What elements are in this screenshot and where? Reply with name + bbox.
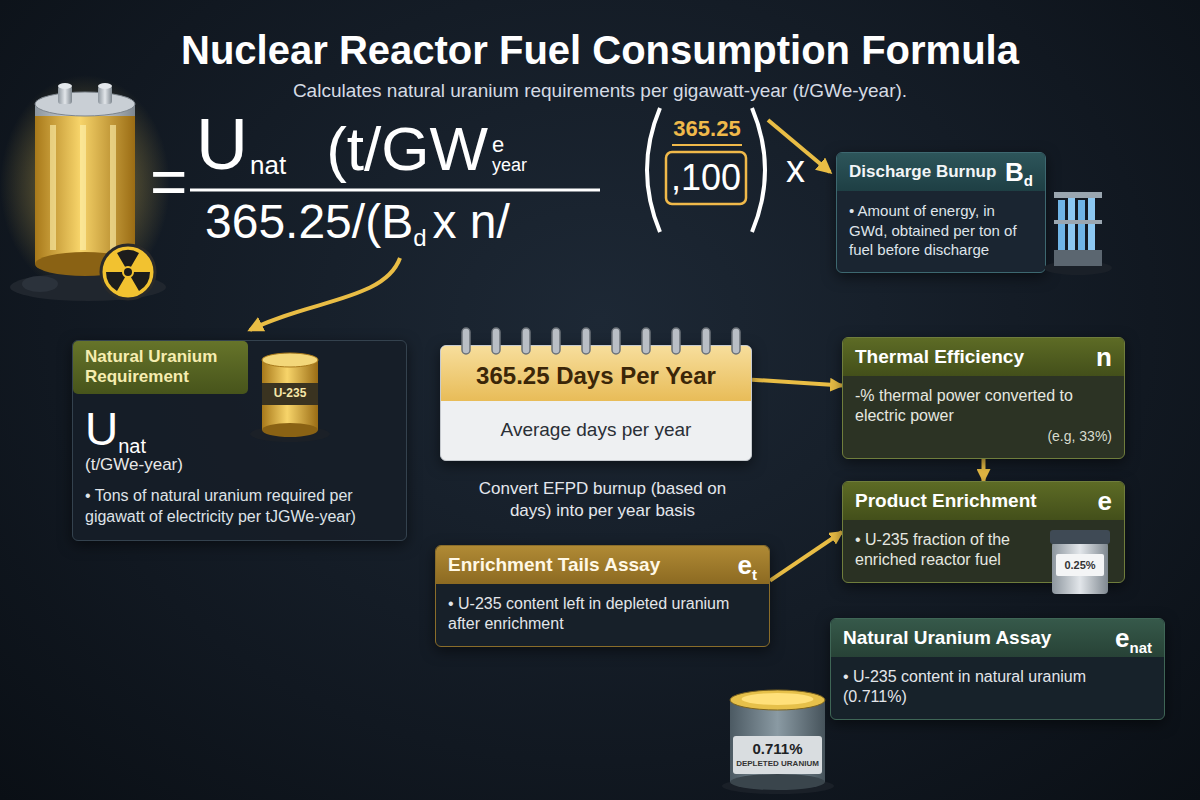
box-header: Product Enrichment e	[843, 482, 1124, 520]
note-text: Convert EFPD burnup (based on days) into…	[465, 478, 740, 522]
variable-symbol: U	[85, 403, 118, 455]
box-description: (t/GWe-year)	[85, 454, 394, 476]
box-heading: Discharge Burnup	[849, 162, 996, 182]
flow-arrow	[752, 380, 842, 386]
box-header: Discharge Burnup Bd	[837, 153, 1045, 191]
variable-symbol: e	[1115, 623, 1129, 653]
box-heading: Natural Uranium Requirement	[85, 347, 236, 388]
variable-subscript: nat	[1130, 639, 1153, 656]
subtitle: Calculates natural uranium requirements …	[0, 80, 1200, 103]
box-heading: Product Enrichment	[855, 490, 1037, 512]
title-text: Nuclear Reactor Fuel Consumption Formula	[0, 26, 1200, 74]
box-description: • Amount of energy, in GWd, obtained per…	[849, 201, 1033, 260]
formula-symbol: U	[196, 108, 248, 180]
box-description: • U-235 content in natural uranium (0.71…	[843, 667, 1152, 707]
canister-label: DEPLETED URANIUM	[730, 760, 825, 769]
formula-denominator: x n/	[433, 198, 510, 246]
box-header: Enrichment Tails Assay et	[436, 546, 769, 584]
box-description: • Tons of natural uranium required per g…	[85, 486, 394, 528]
box-description: -% thermal power converted to electric p…	[855, 386, 1112, 426]
box-heading: 365.25 Days Per Year	[476, 362, 716, 391]
equals-sign: =	[150, 150, 187, 214]
symbol-group: et	[738, 552, 757, 578]
symbol-group: enat	[1115, 625, 1152, 651]
info-box: Natural Uranium Assay enat • U-235 content…	[830, 618, 1165, 720]
box-heading: n	[1096, 344, 1112, 370]
box-heading: Enrichment Tails Assay	[448, 554, 660, 576]
box-header: Natural Uranium Requirement	[73, 341, 248, 394]
info-box: Thermal Efficiency n -% thermal power conv…	[842, 337, 1125, 459]
box-description: • U-235 content left in depleted uranium…	[448, 594, 757, 634]
formula-subscript: year	[492, 156, 527, 176]
variable-subscript: t	[752, 566, 757, 583]
formula-unit: (t/GW	[326, 118, 488, 180]
box-heading: e	[1098, 488, 1112, 514]
canister-label: 0.711%	[730, 741, 825, 758]
formula-constant: 365.25	[670, 118, 744, 140]
box-description: Average days per year	[453, 419, 739, 442]
box-body: -% thermal power converted to electric p…	[843, 376, 1124, 458]
canister-label: U-235	[262, 387, 318, 400]
variable-symbol: e	[738, 550, 752, 580]
box-heading: Thermal Efficiency	[855, 346, 1024, 368]
box-header: Natural Uranium Assay enat	[831, 619, 1164, 657]
multiply-sign: x	[786, 150, 805, 188]
enriched-fuel-jar-icon	[1050, 530, 1110, 594]
box-description: • U-235 fraction of the enriched reactor…	[855, 530, 1039, 570]
formula-constant: ,100	[666, 160, 746, 196]
box-body: • U-235 content left in depleted uranium…	[436, 584, 769, 646]
fuel-cell-icon	[0, 75, 170, 301]
box-description: (e.g, 33%)	[855, 428, 1112, 446]
box-body: • U-235 content in natural uranium (0.71…	[831, 657, 1164, 719]
flow-arrow	[982, 459, 986, 482]
symbol-group: Bd	[1005, 159, 1033, 185]
box-body: Average days per year	[441, 401, 751, 460]
variable-subscript: d	[1024, 172, 1033, 189]
info-box: Enrichment Tails Assay et • U-235 content …	[435, 545, 770, 647]
flow-arrow	[770, 532, 842, 581]
formula-subscript: d	[413, 226, 426, 250]
box-header: Thermal Efficiency n	[843, 338, 1124, 376]
canister-label: 0.25%	[1054, 559, 1106, 571]
uranium-drum-icon	[250, 353, 330, 442]
fuel-assembly-icon	[1044, 192, 1112, 275]
formula-subscript: nat	[250, 152, 286, 178]
variable-symbol: B	[1005, 157, 1024, 187]
info-box: 365.25 Days Per YearAverage days per yea…	[440, 345, 752, 461]
variable-subscript: nat	[118, 435, 146, 457]
box-heading: Natural Uranium Assay	[843, 627, 1051, 649]
info-box: Discharge Burnup Bd • Amount of energy, in…	[836, 152, 1046, 273]
formula-subscript: e	[492, 134, 504, 156]
formula-denominator: 365.25/(B	[205, 198, 413, 246]
box-body: Unat(t/GWe-year) • Tons of natural uraniu…	[73, 394, 406, 540]
info-box: Natural Uranium RequirementUnat(t/GWe-ye…	[72, 340, 407, 541]
symbol-group: Unat	[85, 404, 394, 455]
depleted-uranium-drum-icon	[722, 690, 834, 794]
box-body: • Amount of energy, in GWd, obtained per…	[837, 191, 1045, 272]
